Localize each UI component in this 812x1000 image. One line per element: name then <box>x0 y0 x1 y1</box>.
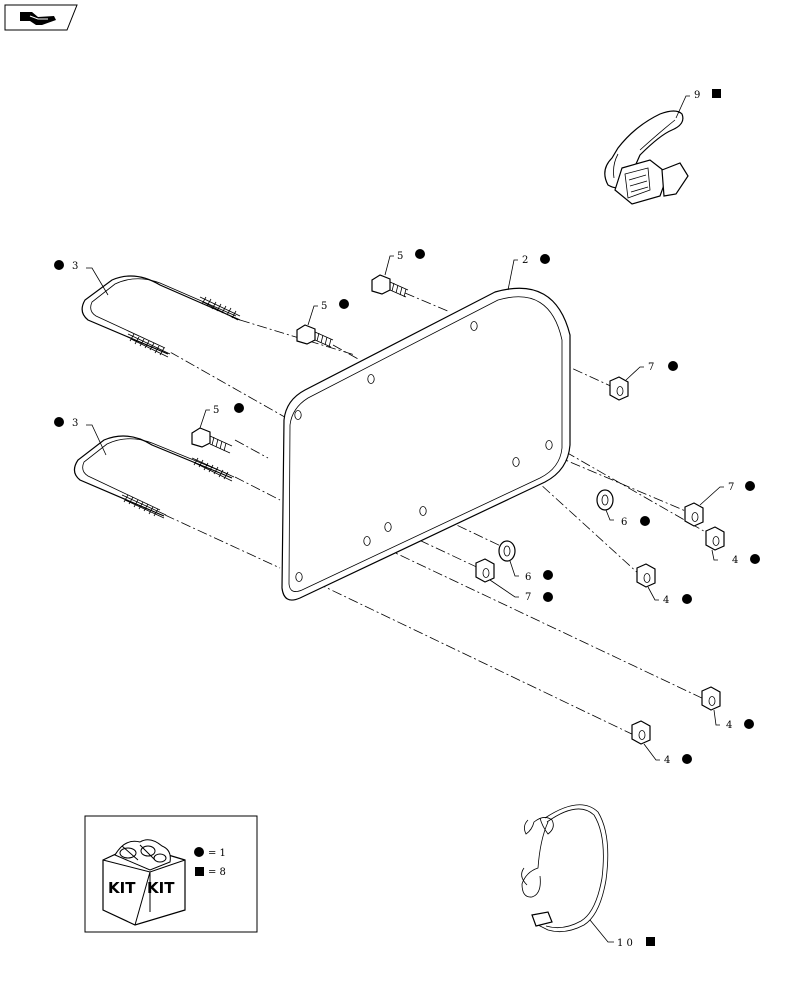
callout-10-number: 1 0 <box>617 938 633 949</box>
kit-label-right: KIT <box>147 879 175 897</box>
callout-7-number: 7 <box>525 592 531 603</box>
circle-marker-icon <box>543 592 553 602</box>
callout-3-lower: 3 <box>54 417 78 429</box>
callout-2: 2 <box>522 254 550 266</box>
square-marker-icon <box>646 937 655 946</box>
callout-7-a: 7 <box>648 361 678 373</box>
callout-4-number: 4 <box>663 595 669 606</box>
circle-marker-icon <box>745 481 755 491</box>
washer-6-a <box>596 489 614 511</box>
square-marker-icon <box>195 867 204 876</box>
callout-4-c: 4 <box>726 719 754 731</box>
circle-marker-icon <box>744 719 754 729</box>
callout-4-d: 4 <box>664 754 692 766</box>
square-marker-icon <box>712 89 721 98</box>
kit-label-left: KIT <box>108 879 136 897</box>
circle-marker-icon <box>682 594 692 604</box>
nut-4-d <box>631 720 651 745</box>
circle-marker-icon <box>540 254 550 264</box>
callout-7-c: 7 <box>525 592 553 603</box>
bolt-5-top <box>371 274 409 298</box>
circle-marker-icon <box>54 260 64 270</box>
nut-7-b <box>684 502 704 527</box>
legend-square-count: = 8 <box>208 867 226 878</box>
kit-box-icon: KIT KIT <box>102 839 186 926</box>
back-arrow-icon[interactable] <box>4 4 78 31</box>
leader-lines <box>86 95 724 943</box>
callout-9: 9 <box>694 89 721 101</box>
legend-circle-count: = 1 <box>208 848 226 859</box>
callout-4-b: 4 <box>663 594 692 606</box>
callout-4-a: 4 <box>732 554 760 566</box>
nut-7-c <box>475 558 495 583</box>
washer-6-b <box>498 540 516 562</box>
callout-5-lower: 5 <box>213 403 244 416</box>
circle-marker-icon <box>682 754 692 764</box>
circle-marker-icon <box>54 417 64 427</box>
callout-7-b: 7 <box>728 481 755 493</box>
bolt-5-lower <box>191 427 233 454</box>
callout-3-number: 3 <box>72 261 78 272</box>
callout-4-number: 4 <box>732 555 738 566</box>
circle-marker-icon <box>668 361 678 371</box>
callout-10: 1 0 <box>617 937 655 949</box>
mounting-plate <box>281 287 571 601</box>
circle-marker-icon <box>339 299 349 309</box>
kit-legend: KIT KIT = 1 = 8 <box>84 815 258 933</box>
u-bolt-upper <box>81 275 241 358</box>
u-bolt-lower <box>73 435 235 519</box>
callout-6-b: 6 <box>525 570 553 583</box>
callout-5-number: 5 <box>321 301 327 312</box>
callout-6-a: 6 <box>621 516 650 528</box>
callout-4-number: 4 <box>726 720 732 731</box>
callout-5-mid: 5 <box>321 299 349 312</box>
callout-2-number: 2 <box>522 255 528 266</box>
nut-4-b <box>636 563 656 588</box>
wire-harness <box>521 804 609 933</box>
nut-4-a <box>705 526 725 551</box>
callout-7-number: 7 <box>648 362 654 373</box>
bolt-5-mid <box>296 324 334 348</box>
callout-9-number: 9 <box>694 90 700 101</box>
callout-6-number: 6 <box>621 517 627 528</box>
circle-marker-icon <box>750 554 760 564</box>
callout-5-number: 5 <box>213 405 219 416</box>
callout-5-number: 5 <box>397 251 403 262</box>
circle-marker-icon <box>543 570 553 580</box>
circle-marker-icon <box>234 403 244 413</box>
circle-marker-icon <box>194 847 204 857</box>
callout-4-number: 4 <box>664 755 670 766</box>
circle-marker-icon <box>640 516 650 526</box>
callout-5-top: 5 <box>397 249 425 262</box>
circle-marker-icon <box>415 249 425 259</box>
harness-connector <box>604 110 689 205</box>
callout-6-number: 6 <box>525 572 531 583</box>
nut-7-a <box>609 376 629 401</box>
callout-3-upper: 3 <box>54 260 78 272</box>
callout-7-number: 7 <box>728 482 734 493</box>
callout-3-number: 3 <box>72 418 78 429</box>
nut-4-c <box>701 686 721 711</box>
